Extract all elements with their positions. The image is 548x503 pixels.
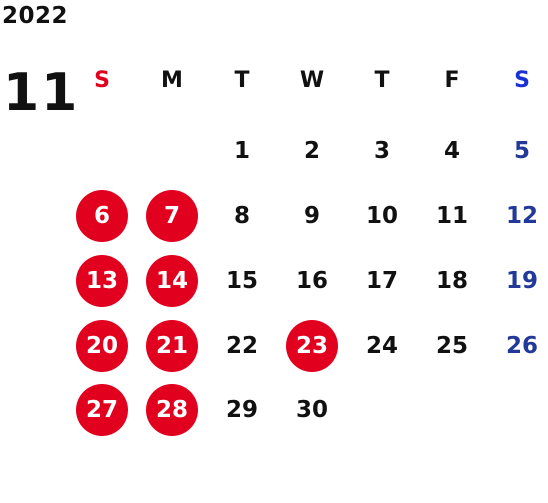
calendar-day[interactable]: 26 [505, 333, 538, 359]
weekday-monday: M [161, 68, 183, 93]
calendar-day[interactable]: 12 [505, 203, 538, 229]
weekday-saturday: S [514, 68, 530, 93]
calendar-day[interactable]: 2 [303, 138, 320, 164]
weekday-wednesday: W [299, 68, 325, 93]
calendar-day-holiday[interactable]: 23 [286, 320, 338, 372]
calendar-day-holiday[interactable]: 28 [146, 384, 198, 436]
calendar-day-holiday[interactable]: 14 [146, 255, 198, 307]
calendar-day[interactable]: 30 [295, 397, 328, 423]
calendar-day-holiday[interactable]: 13 [76, 255, 128, 307]
calendar-day[interactable]: 19 [505, 268, 538, 294]
weekday-thursday: T [374, 68, 390, 93]
calendar-day-holiday[interactable]: 27 [76, 384, 128, 436]
calendar-day[interactable]: 22 [225, 333, 258, 359]
calendar-day[interactable]: 9 [303, 203, 320, 229]
year-label: 2022 [2, 3, 69, 29]
month-number: 11 [3, 63, 80, 123]
calendar-day[interactable]: 17 [365, 268, 398, 294]
calendar-day[interactable]: 5 [513, 138, 530, 164]
calendar-day-holiday[interactable]: 6 [76, 190, 128, 242]
calendar-day-holiday[interactable]: 7 [146, 190, 198, 242]
calendar-day[interactable]: 16 [295, 268, 328, 294]
calendar-day[interactable]: 18 [435, 268, 468, 294]
calendar-day[interactable]: 11 [435, 203, 468, 229]
calendar-day-holiday[interactable]: 21 [146, 320, 198, 372]
weekday-tuesday: T [234, 68, 250, 93]
calendar-day[interactable]: 3 [373, 138, 390, 164]
calendar-day[interactable]: 24 [365, 333, 398, 359]
weekday-friday: F [444, 68, 460, 93]
calendar-day[interactable]: 10 [365, 203, 398, 229]
calendar-day[interactable]: 8 [233, 203, 250, 229]
calendar-day[interactable]: 15 [225, 268, 258, 294]
calendar-day[interactable]: 1 [233, 138, 250, 164]
weekday-sunday: S [94, 68, 110, 93]
calendar-day-holiday[interactable]: 20 [76, 320, 128, 372]
calendar-day[interactable]: 25 [435, 333, 468, 359]
weekday-header: S M T W T F S [0, 66, 548, 96]
calendar-day[interactable]: 29 [225, 397, 258, 423]
calendar-day[interactable]: 4 [443, 138, 460, 164]
